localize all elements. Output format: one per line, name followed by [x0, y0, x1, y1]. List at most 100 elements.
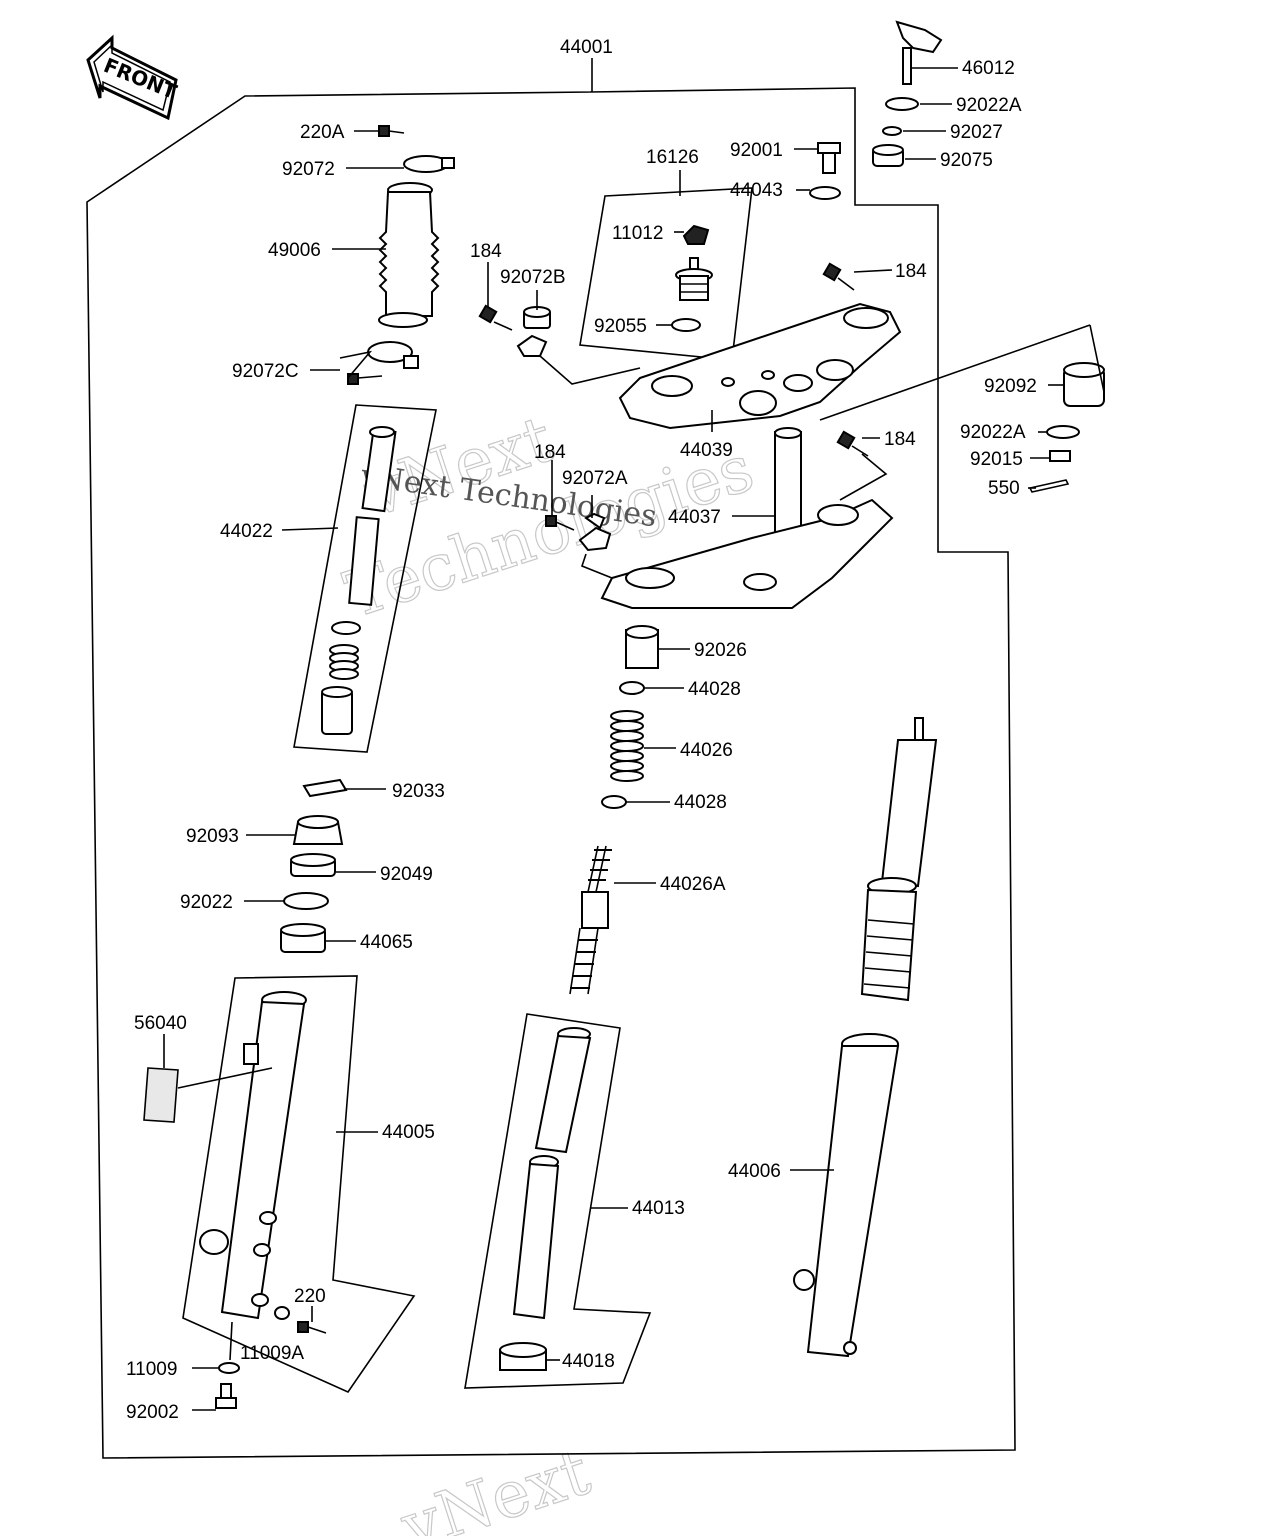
part-92072A — [578, 512, 612, 552]
label-44026A: 44026A — [660, 874, 726, 895]
label-44013: 44013 — [632, 1198, 685, 1219]
part-92072B — [516, 306, 551, 357]
label-44037: 44037 — [668, 507, 721, 528]
front-arrow-icon: FRONT — [86, 34, 181, 121]
label-44005: 44005 — [382, 1122, 435, 1143]
frame-44013 — [464, 1013, 652, 1389]
part-44043 — [809, 186, 841, 200]
label-92027: 92027 — [950, 122, 1003, 143]
label-92022A-mid: 92022A — [960, 422, 1026, 443]
guide-line-92092-b — [1089, 324, 1105, 393]
part-92075 — [872, 144, 904, 167]
part-11009 — [218, 1362, 240, 1374]
part-44065 — [280, 923, 326, 953]
label-44018: 44018 — [562, 1351, 615, 1372]
label-92049: 92049 — [380, 864, 433, 885]
label-92001: 92001 — [730, 140, 783, 161]
part-92001 — [817, 142, 841, 174]
assembly-boundary — [86, 87, 1016, 1459]
label-92015: 92015 — [970, 449, 1023, 470]
label-92072A: 92072A — [562, 468, 628, 489]
part-92072C — [347, 341, 419, 385]
part-92002 — [215, 1383, 237, 1409]
part-44018 — [499, 1342, 547, 1371]
label-92055: 92055 — [594, 316, 647, 337]
label-92002: 92002 — [126, 1402, 179, 1423]
label-92033: 92033 — [392, 781, 445, 802]
label-44001: 44001 — [560, 37, 613, 58]
label-44028-b: 44028 — [674, 792, 727, 813]
label-220A: 220A — [300, 122, 345, 143]
part-92027 — [882, 126, 902, 136]
leader-lines — [163, 58, 1064, 1411]
part-44026A — [569, 845, 612, 995]
label-46012: 46012 — [962, 58, 1015, 79]
part-184-a — [478, 304, 513, 331]
label-184-b: 184 — [895, 261, 927, 282]
label-44039: 44039 — [680, 440, 733, 461]
part-92022 — [283, 892, 329, 910]
label-11012: 11012 — [612, 223, 663, 244]
label-56040: 56040 — [134, 1013, 187, 1034]
part-92026 — [625, 625, 659, 669]
part-184-d — [545, 515, 575, 531]
label-11009: 11009 — [126, 1359, 177, 1380]
label-92072C: 92072C — [232, 361, 299, 382]
part-92093 — [292, 815, 344, 845]
label-92093: 92093 — [186, 826, 239, 847]
label-92072: 92072 — [282, 159, 335, 180]
part-220 — [297, 1321, 327, 1334]
label-49006: 49006 — [268, 240, 321, 261]
part-56040 — [143, 1067, 273, 1123]
label-92026: 92026 — [694, 640, 747, 661]
guide-line-92092-a — [819, 324, 1091, 421]
part-labels: 44001 46012 92022A 92027 92075 92001 440… — [126, 37, 1037, 1423]
part-92015 — [1049, 450, 1071, 462]
part-92049 — [290, 853, 336, 877]
part-92092 — [1063, 362, 1105, 407]
label-184-c: 184 — [884, 429, 916, 450]
part-92055 — [671, 318, 701, 332]
label-44022: 44022 — [220, 521, 273, 542]
part-184-b — [822, 262, 855, 291]
part-220A — [378, 125, 405, 137]
label-11009A: 11009A — [240, 1343, 304, 1364]
label-44065: 44065 — [360, 932, 413, 953]
label-44026: 44026 — [680, 740, 733, 761]
label-220: 220 — [294, 1286, 326, 1307]
part-44022 — [321, 426, 397, 735]
label-184-a: 184 — [470, 241, 502, 262]
label-184-d: 184 — [534, 442, 566, 463]
part-44022-spring — [329, 644, 359, 680]
part-16126-plug — [675, 257, 713, 301]
part-550 — [1028, 479, 1070, 493]
part-44037 — [600, 427, 894, 609]
part-44006 — [793, 1033, 900, 1358]
label-16126: 16126 — [646, 147, 699, 168]
part-92022A-top — [885, 97, 919, 111]
guide-line-44037 — [839, 453, 888, 501]
frame-44022 — [293, 404, 437, 753]
watermark-bottom: vNext — [392, 1435, 599, 1536]
guide-line-92072A — [581, 553, 613, 579]
part-92033 — [302, 778, 348, 798]
part-44039 — [618, 302, 902, 430]
part-44028-b — [601, 795, 627, 809]
part-46012 — [895, 20, 943, 85]
part-fork-assembly-right — [860, 717, 938, 1002]
label-92072B: 92072B — [500, 267, 566, 288]
part-11012 — [682, 224, 710, 245]
label-44043: 44043 — [730, 180, 783, 201]
label-92092: 92092 — [984, 376, 1037, 397]
part-44005 — [199, 991, 307, 1320]
label-44006: 44006 — [728, 1161, 781, 1182]
label-92022A-top: 92022A — [956, 95, 1022, 116]
label-44028-a: 44028 — [688, 679, 741, 700]
part-92072 — [403, 155, 455, 173]
part-11009A — [274, 1306, 290, 1320]
part-44026 — [610, 710, 644, 782]
part-49006 — [378, 182, 440, 328]
frame-44005 — [182, 975, 416, 1394]
label-550: 550 — [988, 478, 1020, 499]
